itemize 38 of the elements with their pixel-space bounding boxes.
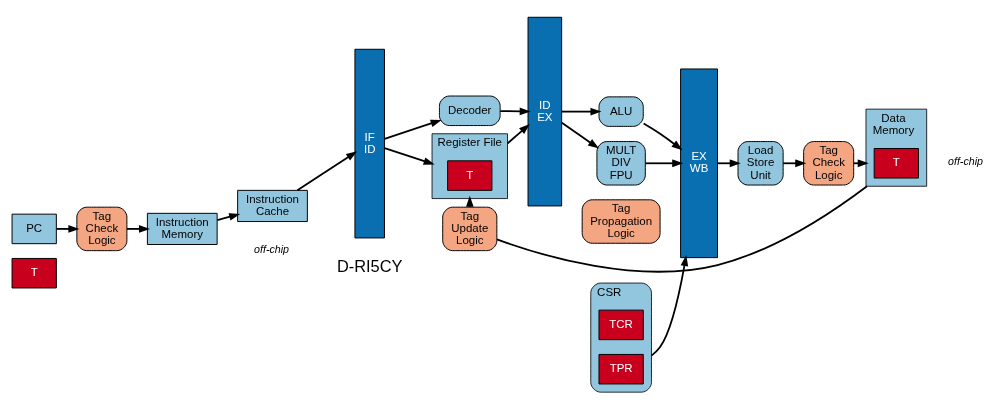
arrow	[852, 159, 869, 168]
label: off-chip	[948, 155, 983, 168]
node-box: Instruction Cache	[237, 189, 308, 222]
node-box: T	[11, 257, 57, 289]
arrow	[560, 107, 602, 116]
arrow	[126, 225, 150, 233]
node-box: TPR	[598, 353, 644, 385]
label: off-chip	[254, 243, 289, 256]
connector	[496, 185, 868, 273]
node-box: T	[873, 148, 919, 179]
node-box: IF ID	[354, 48, 385, 239]
node-box: T	[447, 160, 493, 191]
node-box: ID EX	[527, 16, 563, 207]
arrow	[383, 147, 435, 165]
arrow	[383, 119, 442, 140]
node-box: ALU	[598, 96, 644, 127]
arrow	[642, 122, 683, 151]
node-box: EX WB	[680, 68, 718, 259]
node-box: Decoder	[438, 95, 501, 127]
arrow	[782, 159, 807, 168]
node-box: MULT DIV FPU	[596, 141, 646, 186]
node-box: Tag Check Logic	[76, 206, 128, 252]
arrow	[560, 121, 599, 149]
arrow	[296, 151, 358, 192]
node-box: Instruction Memory	[146, 212, 218, 245]
arrow	[216, 213, 241, 221]
arrow	[506, 123, 530, 145]
node-box: PC	[11, 213, 57, 245]
arrow	[716, 159, 741, 168]
node-box: Tag Check Logic	[803, 141, 855, 186]
node-box: Load Store Unit	[737, 141, 784, 186]
arrow	[650, 255, 689, 357]
arrow	[644, 159, 684, 168]
label: D-RI5CY	[336, 256, 403, 275]
node-box: Tag Propagation Logic	[581, 199, 661, 244]
arrow	[55, 225, 80, 233]
arrow	[499, 107, 531, 116]
node-box: TCR	[598, 309, 644, 341]
